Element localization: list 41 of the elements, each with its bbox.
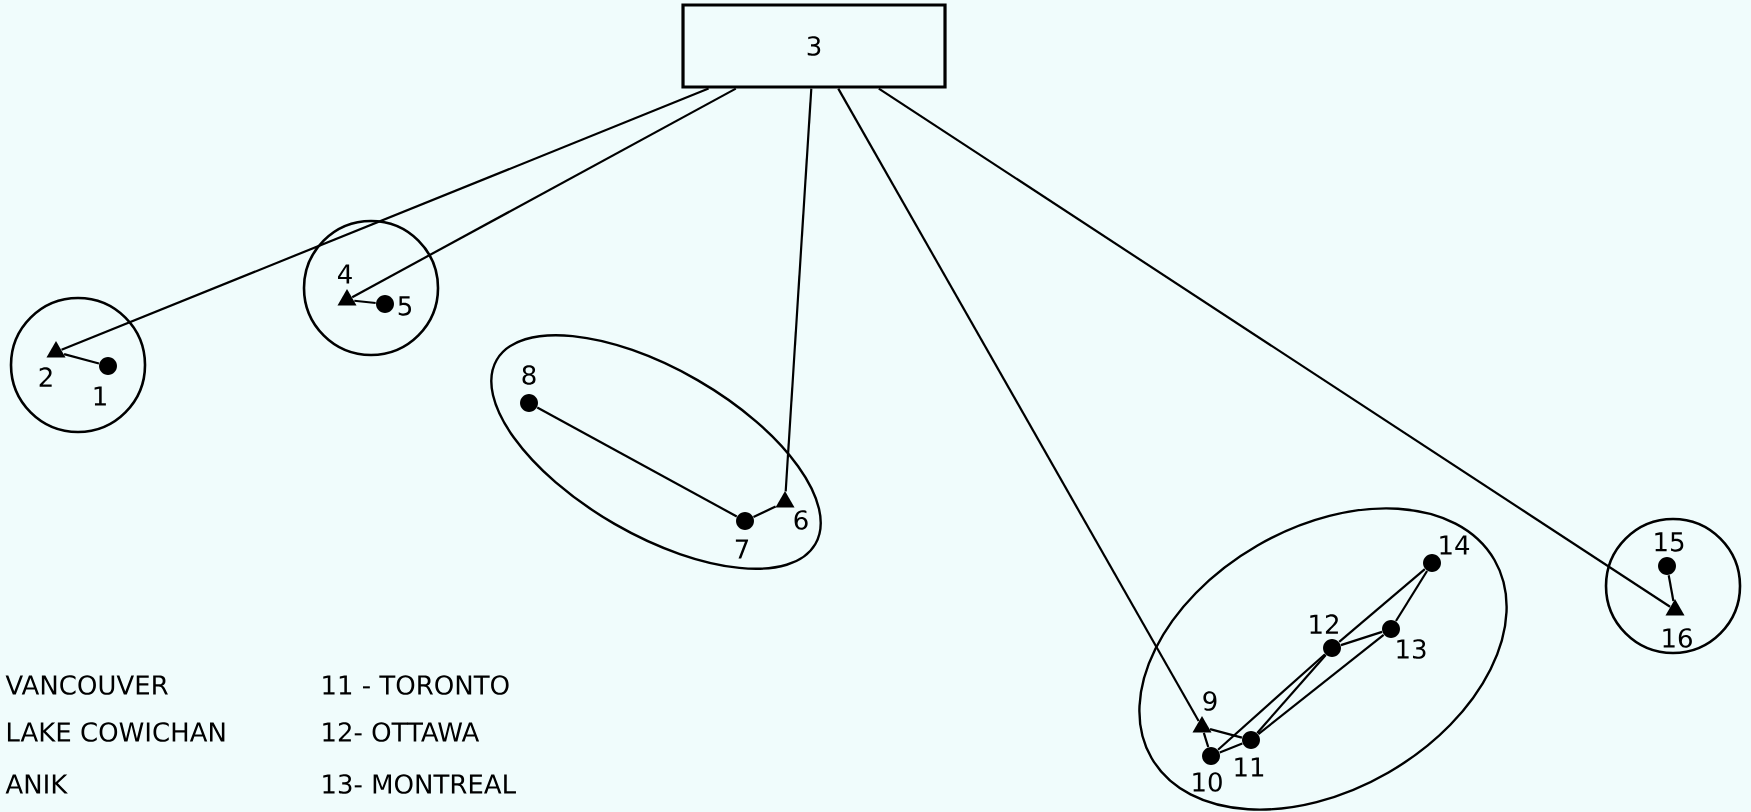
legend-text: 11 - TORONTO [323, 675, 509, 695]
connector-line [1340, 630, 1383, 647]
connector-line [1202, 732, 1210, 748]
station-number: 11 [1235, 757, 1264, 777]
connector-line [1338, 568, 1426, 643]
station-number: 16 [1663, 628, 1692, 648]
connector-line [1667, 575, 1675, 602]
station-number: 14 [1440, 535, 1470, 555]
station-number: 5 [398, 296, 411, 316]
station-number: 15 [1655, 532, 1684, 552]
station-number: 13 [1397, 639, 1426, 659]
connector-line [63, 353, 100, 365]
station-number: 12 [1310, 614, 1338, 634]
label-box: 3 [681, 3, 947, 89]
station-number: 6 [794, 510, 808, 530]
connector-line [753, 505, 777, 518]
connector-line [1219, 742, 1243, 754]
station-number: 10 [1193, 772, 1222, 792]
legend-text: ANIK [5, 774, 68, 794]
connector-line [536, 406, 738, 518]
station-number: 9 [1203, 691, 1217, 711]
connector-line [1256, 654, 1327, 734]
station-number: 8 [522, 365, 536, 385]
connector-line [61, 87, 709, 351]
connector-line [354, 299, 376, 305]
legend-text: 13- MONTREAL [323, 774, 516, 794]
connector-line [1395, 570, 1428, 622]
legend-text: VANCOUVER [5, 675, 168, 695]
connector-line [784, 88, 813, 492]
station-number: 2 [39, 367, 52, 387]
legend-text: 12- OTTAWA [323, 722, 480, 742]
connector-line [1209, 728, 1243, 739]
station-number: 4 [338, 264, 352, 284]
connector-line [837, 88, 1200, 722]
legend-text: LAKE COWICHAN [7, 722, 225, 742]
connector-line [1257, 633, 1385, 736]
connector-line [1217, 653, 1326, 751]
station-number: 1 [94, 386, 106, 406]
connector-line [351, 87, 737, 299]
station-number: 7 [735, 539, 749, 559]
connector-line [878, 87, 1671, 608]
